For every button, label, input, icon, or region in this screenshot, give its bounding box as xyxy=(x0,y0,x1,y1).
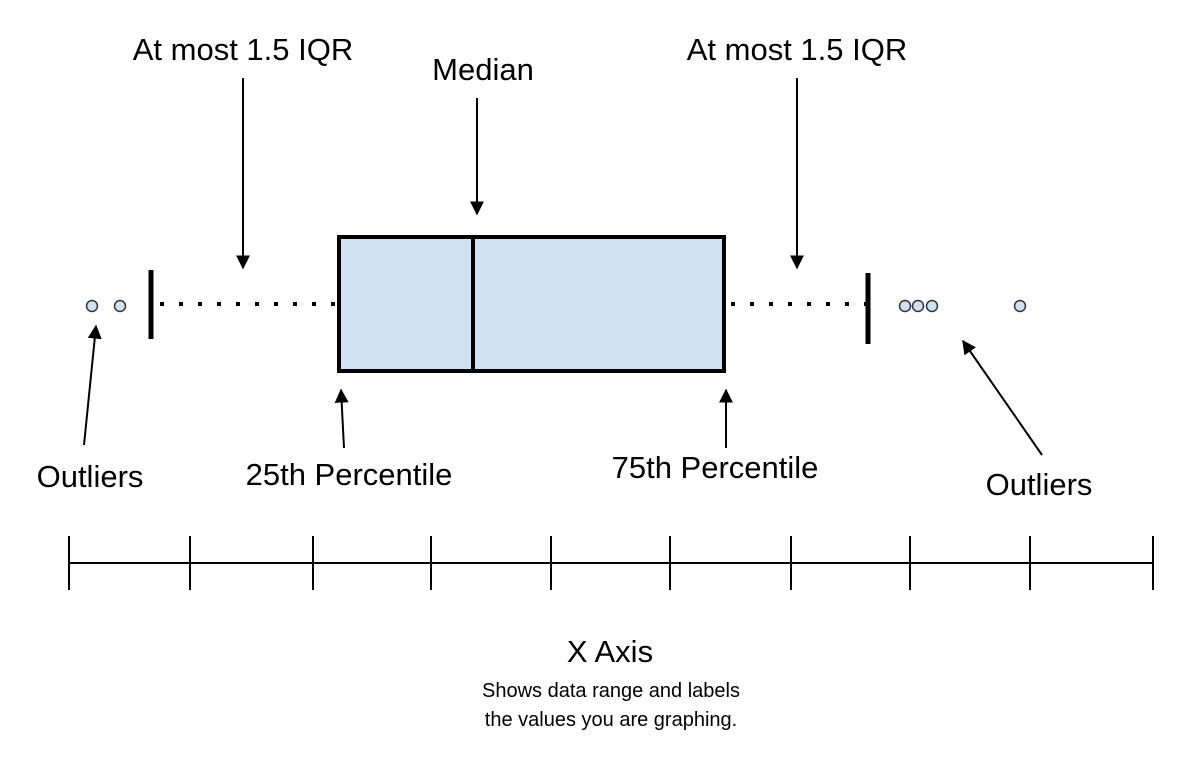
outliers-right-arrow-icon xyxy=(962,339,1043,456)
x-axis-title: X Axis xyxy=(567,634,653,669)
outlier-point xyxy=(1013,299,1027,313)
outliers-right xyxy=(898,299,1027,313)
outliers-left xyxy=(85,299,127,313)
outlier-point xyxy=(898,299,912,313)
outlier-point xyxy=(911,299,925,313)
q1-arrow-icon xyxy=(334,388,349,449)
outliers-left-arrow-icon xyxy=(83,324,102,446)
outliers-right-label: Outliers xyxy=(986,467,1093,502)
x-axis-caption-line1: Shows data range and labels xyxy=(482,680,740,702)
outlier-point xyxy=(85,299,99,313)
x-axis-caption-line2: the values you are graphing. xyxy=(485,709,737,731)
outliers-left-label: Outliers xyxy=(37,459,144,494)
outlier-point xyxy=(113,299,127,313)
median-label: Median xyxy=(432,52,534,87)
q3-label: 75th Percentile xyxy=(612,450,819,485)
whisker-right-label: At most 1.5 IQR xyxy=(687,32,908,67)
iqr-box xyxy=(337,235,726,373)
whisker-left-label: At most 1.5 IQR xyxy=(133,32,354,67)
x-axis xyxy=(68,536,1154,590)
q1-label: 25th Percentile xyxy=(246,457,453,492)
outlier-point xyxy=(925,299,939,313)
